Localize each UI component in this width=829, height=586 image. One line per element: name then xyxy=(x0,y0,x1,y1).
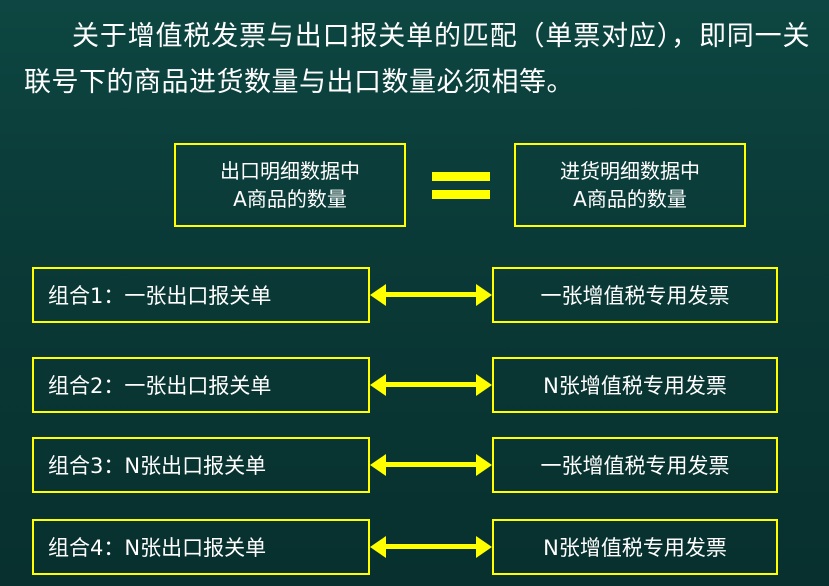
combination-1-right-box: 一张增值税专用发票 xyxy=(492,267,778,323)
arrow-shaft-3 xyxy=(384,462,478,467)
combination-3-right-box: 一张增值税专用发票 xyxy=(492,437,778,493)
combination-4-right-box: N张增值税专用发票 xyxy=(492,519,778,575)
arrow-head-right-1 xyxy=(476,284,492,306)
equals-bar-top xyxy=(432,172,490,181)
combination-4-left-box: 组合4：N张出口报关单 xyxy=(32,519,370,575)
export-quantity-line1: 出口明细数据中 xyxy=(220,159,360,183)
double-arrow-icon-1 xyxy=(370,284,492,306)
purchase-quantity-line2: A商品的数量 xyxy=(573,187,687,211)
combination-1-left-box: 组合1：一张出口报关单 xyxy=(32,267,370,323)
combination-2-right-box: N张增值税专用发票 xyxy=(492,357,778,413)
equals-icon xyxy=(432,168,490,204)
export-quantity-box: 出口明细数据中 A商品的数量 xyxy=(174,143,406,227)
arrow-head-right-4 xyxy=(476,536,492,558)
arrow-shaft-1 xyxy=(384,292,478,297)
arrow-head-right-2 xyxy=(476,374,492,396)
arrow-head-left-3 xyxy=(370,454,386,476)
combination-2-left-box: 组合2：一张出口报关单 xyxy=(32,357,370,413)
double-arrow-icon-2 xyxy=(370,374,492,396)
double-arrow-icon-3 xyxy=(370,454,492,476)
arrow-head-right-3 xyxy=(476,454,492,476)
page-title: 关于增值税发票与出口报关单的匹配（单票对应），即同一关联号下的商品进货数量与出口… xyxy=(24,21,810,98)
equals-bar-bottom xyxy=(432,190,490,199)
purchase-quantity-box: 进货明细数据中 A商品的数量 xyxy=(514,143,746,227)
arrow-head-left-2 xyxy=(370,374,386,396)
combination-3-left-box: 组合3：N张出口报关单 xyxy=(32,437,370,493)
arrow-shaft-2 xyxy=(384,382,478,387)
double-arrow-icon-4 xyxy=(370,536,492,558)
arrow-head-left-1 xyxy=(370,284,386,306)
arrow-head-left-4 xyxy=(370,536,386,558)
arrow-shaft-4 xyxy=(384,544,478,549)
purchase-quantity-line1: 进货明细数据中 xyxy=(560,159,700,183)
export-quantity-line2: A商品的数量 xyxy=(233,187,347,211)
